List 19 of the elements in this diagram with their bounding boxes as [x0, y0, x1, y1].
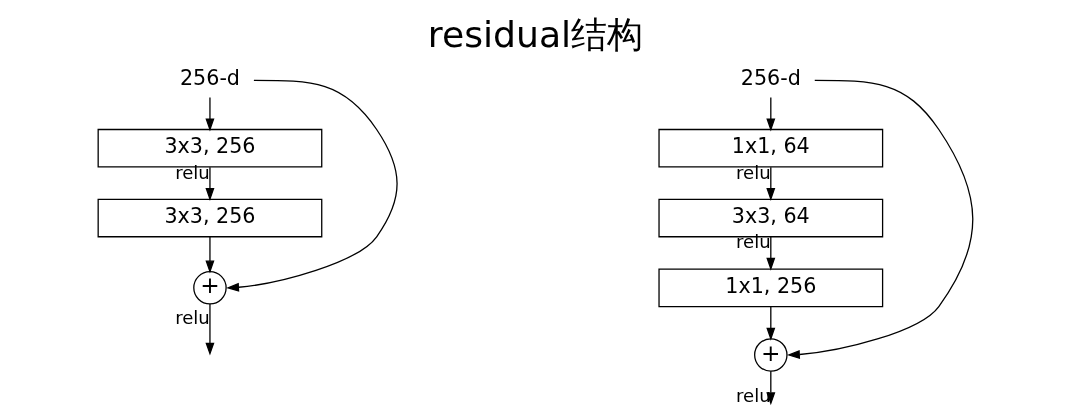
- diagram-title: residual结构: [427, 13, 644, 57]
- arrow: [205, 96, 215, 132]
- arrow: [766, 306, 776, 341]
- arrow: [205, 303, 215, 356]
- node-box: 3x3, 256: [97, 198, 323, 238]
- node-text: 256-d: [179, 66, 240, 91]
- node-circle: +: [754, 338, 788, 372]
- arrow: [786, 79, 974, 360]
- edge-label: relu: [736, 384, 771, 406]
- node-text: 256-d: [740, 66, 801, 91]
- node-circle: +: [193, 271, 227, 305]
- arrow: [766, 166, 776, 201]
- arrow: [205, 166, 215, 201]
- arrow: [226, 79, 398, 292]
- edge-label: relu: [175, 306, 210, 328]
- arrow: [205, 236, 215, 274]
- arrow: [766, 96, 776, 132]
- arrow: [766, 236, 776, 271]
- node-box: 1x1, 256: [658, 268, 884, 308]
